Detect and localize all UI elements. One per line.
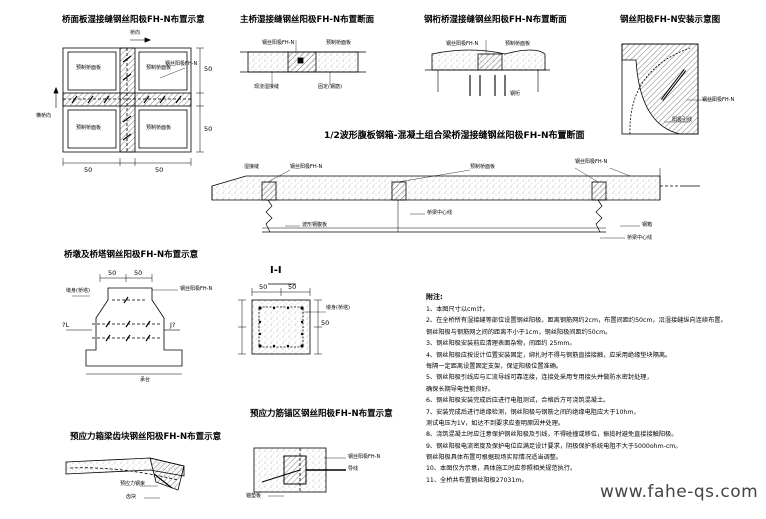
anchorage-plate-label: 锚垫板	[246, 493, 262, 499]
composite-section-title: 1/2波形腹板钢箱-混凝土组合梁桥湿接缝钢丝阳极FH-N布置断面	[324, 131, 585, 141]
watermark-text: www.fahe-qs.com	[600, 482, 759, 502]
prestress-block-title: 预应力箱梁齿块钢丝阳极FH-N布置示意	[70, 432, 222, 442]
composite-steel-box-label: 钢箱	[642, 222, 653, 228]
section-mark-right: J?	[170, 321, 176, 329]
section-II-title: I-I	[270, 265, 282, 276]
deck-joint-layout-title: 桥面板湿接缝钢丝阳极FH-N布置示意	[62, 15, 205, 25]
composite-center-label-right: 桥梁中心线	[627, 235, 653, 241]
steel-girder-section-title: 钢桁桥湿接缝钢丝阳极FH-N布置断面	[424, 15, 567, 25]
note-item: 4、钢丝阳极应按设计位置安装固定，绑扎时不得与钢筋直接接触，应采用绝缘垫块隔离。	[426, 351, 672, 359]
steel-girder-anode-label: 钢丝阳极FH-N	[446, 41, 479, 47]
deck-joint-layout-drawing	[53, 37, 204, 166]
install-lead-label: 阳极引线	[672, 117, 693, 123]
anchorage-zone-drawing	[253, 447, 346, 497]
note-item: 2、在全桥所有湿接缝等部位设置钢丝阳极，距离钢筋网约2cm，布置间距约50cm，…	[426, 317, 727, 325]
note-item: 1、本图尺寸以cm计。	[426, 306, 489, 313]
prestress-tendon-label: 预应力钢束	[120, 481, 146, 487]
prestress-block-drawing	[65, 457, 185, 499]
note-item: 确保长期导电性能良好。	[426, 385, 495, 393]
note-item: 7、安装完成后进行绝缘检测，钢丝阳极与钢筋之间的绝缘电阻应大于10hm，	[426, 408, 640, 416]
dim-deck-right-bottom: 50	[204, 125, 213, 133]
note-item: 6、钢丝阳极安装完成后应进行电阻测试，合格后方可浇筑混凝土。	[426, 397, 610, 405]
dim-section-right: 50	[321, 319, 330, 327]
composite-center-label: 桥梁中心线	[427, 210, 453, 216]
note-item: 11、全桥共布置钢丝阳极27031m。	[426, 476, 528, 484]
bridge-direction-label: 桥向	[130, 30, 141, 36]
notes-block: 附注: 1、本图尺寸以cm计。 2、在全桥所有湿接缝等部位设置钢丝阳极，距离钢筋…	[426, 294, 760, 489]
dim-pier-left: 50	[108, 269, 117, 277]
deck-panel-label-br: 预制桥面板	[146, 125, 172, 131]
note-item: 每隔一定距离设置固定支架，保证阳极位置准确。	[426, 362, 563, 370]
steel-girder-precast-label: 预制桥面板	[505, 41, 531, 47]
deck-anode-label: 钢丝阳极FH-N	[165, 61, 198, 67]
anchorage-anode-label: 钢丝阳极FH-N	[348, 454, 381, 460]
note-item: 3、钢丝阳极安装前应清理表面杂物，间距约 25mm。	[426, 340, 576, 348]
anchorage-lead-label: 导线	[348, 466, 359, 472]
note-item: 5、钢丝阳极引线应与汇流导线可靠连接，连接处采用专用接头并做防水密封处理，	[426, 374, 653, 382]
pier-tower-title: 桥墩及桥塔钢丝阳极FH-N布置示意	[64, 250, 199, 260]
dim-section-top-left: 50	[259, 283, 268, 291]
composite-web-label: 波形钢腹板	[302, 222, 328, 228]
dim-deck-bottom-right: 50	[155, 166, 164, 174]
pier-body-label: 墩身(桥塔)	[66, 288, 90, 294]
main-girder-cast-label: 现浇湿接缝	[254, 84, 280, 90]
section-II-body-label: 墩身(桥塔)	[326, 305, 350, 311]
main-girder-section-drawing	[240, 40, 366, 84]
dim-deck-bottom-left: 50	[84, 166, 93, 174]
composite-anode-label-right: 钢丝阳极FH-N	[575, 159, 608, 165]
main-girder-section-title: 主桥湿接缝钢丝阳极FH-N布置断面	[240, 15, 375, 25]
pier-anode-label: 钢丝阳极FH-N	[180, 286, 213, 292]
deck-panel-label-tr: 预制桥面板	[146, 65, 172, 71]
anode-install-title: 钢丝阳极FH-N安装示意图	[620, 15, 721, 25]
deck-panel-label-tl: 预制桥面板	[76, 65, 102, 71]
notes-heading: 附注:	[426, 293, 443, 301]
note-item: 测试电压为1V，如达不到要求应查明原因并处理。	[426, 419, 565, 427]
dim-pier-right: 50	[134, 269, 143, 277]
dim-deck-right-top: 50	[204, 65, 213, 73]
section-II-drawing	[238, 283, 326, 355]
prestress-block-label: 齿块	[126, 494, 137, 500]
pier-cap-label: 承台	[140, 377, 151, 383]
main-girder-fix-label: 固定(钢筋)	[318, 84, 342, 90]
anode-install-drawing	[621, 43, 715, 135]
section-mark-left: ?L	[62, 321, 70, 329]
deck-panel-label-bl: 预制桥面板	[76, 125, 102, 131]
composite-anode-label: 钢丝阳极FH-N	[290, 164, 323, 170]
composite-section-drawing	[211, 167, 700, 239]
main-girder-anode-label: 钢丝阳极FH-N	[262, 40, 295, 46]
main-girder-precast-label: 预制桥面板	[326, 40, 352, 46]
note-item: 9、钢丝阳极电流密度及保护电位应满足设计要求，阴极保护系统电阻不大于5000oh…	[426, 442, 682, 450]
anchorage-zone-title: 预应力筋锚区钢丝阳极FH-N布置示意	[250, 409, 393, 419]
steel-truss-label: 钢桁	[510, 91, 521, 97]
pier-tower-drawing	[66, 274, 183, 375]
install-anode-label: 钢丝阳极FH-N	[702, 97, 735, 103]
note-item: 8、浇筑混凝土时应注意保护钢丝阳极及引线，不得碰撞或移位，振捣时避免直接接触阳极…	[426, 431, 678, 439]
note-item: 钢丝阳极与钢筋网之间的距离不小于1cm，钢丝阳极间距约50cm。	[426, 328, 612, 336]
composite-wet-joint-label: 湿接缝	[244, 164, 260, 170]
transverse-direction-label: 横桥向	[36, 113, 52, 119]
steel-girder-section-drawing	[425, 40, 550, 96]
note-item: 钢丝阳极具体布置可根据现场实际情况适当调整。	[426, 454, 563, 462]
note-item: 10、本图仅为示意，具体施工时应参照相关规范执行。	[426, 465, 577, 473]
dim-section-top-right: 50	[288, 283, 297, 291]
composite-precast-label: 预制桥面板	[470, 164, 496, 170]
